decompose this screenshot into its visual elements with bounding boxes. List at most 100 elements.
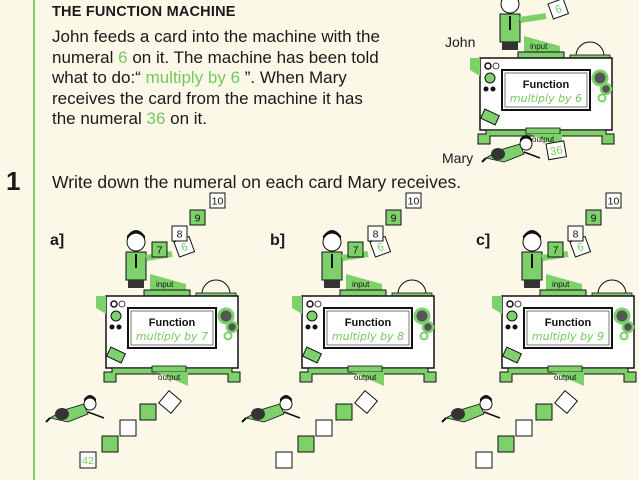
- dial-icon: [484, 62, 492, 70]
- exercise-b-queue-card-number: 7: [353, 245, 359, 257]
- exercise-b-answer-card: [335, 403, 353, 421]
- mary-leg: [481, 157, 487, 163]
- mary-arm: [523, 151, 541, 159]
- exercise-c-rule-text: multiply by 9: [532, 330, 604, 343]
- clock-icon: [314, 300, 322, 308]
- exercise-a-output-chute: [156, 372, 188, 386]
- exercise-a-queue-card-number: 8: [177, 229, 183, 241]
- exercise-c-answer-card: [535, 403, 553, 421]
- gear-icon: [421, 320, 435, 334]
- input-card-number: 6: [554, 3, 564, 16]
- exercise-a-answer-card: [139, 403, 157, 421]
- exercise-a-answer-card: [101, 435, 119, 453]
- example-mary-figure: [481, 135, 541, 163]
- john-head: [500, 0, 520, 14]
- exercise-b-answer-card: [297, 435, 315, 453]
- question-number: 1: [6, 166, 21, 196]
- exercise-a-input-chute: [150, 274, 186, 290]
- envelope-icon: [501, 346, 523, 364]
- exercise-b-answer-card: [275, 451, 293, 469]
- exercise-a-base: [103, 367, 241, 383]
- compass-icon: [110, 310, 122, 322]
- mary-skirt: [491, 148, 505, 160]
- exercise-a-lever: [96, 296, 106, 314]
- exercise-c-output-label: output: [554, 373, 577, 382]
- dial-icon: [506, 300, 514, 308]
- exercise-b-screen: [323, 307, 413, 349]
- exercise-b-queue-card: [367, 225, 384, 242]
- example-rule-text: multiply by 6: [510, 92, 582, 105]
- john-legs: [502, 42, 518, 50]
- example-dome: [575, 41, 605, 57]
- input-card-number: 6: [180, 241, 190, 254]
- example-john-figure: [499, 0, 547, 50]
- output-card-box: [545, 140, 568, 161]
- mary-hair: [520, 135, 532, 142]
- exercise-b-queue-card: [405, 192, 422, 209]
- exercise-a-rule-text: multiply by 7: [136, 330, 208, 343]
- mary-skirt: [55, 408, 69, 420]
- exercise-a-answer-card: [79, 451, 97, 469]
- mary-leg: [241, 417, 247, 423]
- exercise-a-john-figure: [125, 230, 173, 288]
- exercise-b-input-slot: [339, 289, 387, 297]
- output-card-number: 36: [549, 144, 563, 158]
- example-input-chute: [524, 36, 560, 52]
- exercise-b-output-chute: [352, 372, 384, 386]
- exercise-a-output-label: output: [158, 373, 181, 382]
- gear-icon: [597, 93, 607, 103]
- john-hair: [127, 230, 145, 239]
- example-function-label: Function: [523, 79, 570, 91]
- envelope-icon: [479, 108, 501, 126]
- exercise-c-dome: [597, 279, 627, 295]
- exercise-c-answer-card: [554, 390, 578, 414]
- exercise-a-screen-inner: [130, 310, 214, 346]
- knob-icon: [312, 324, 318, 330]
- mary-leg: [45, 417, 51, 423]
- exercise-a-dome: [201, 279, 231, 295]
- exercise-c-output-slot: [547, 365, 583, 373]
- knob-icon: [483, 86, 489, 92]
- example-screen-inner: [504, 72, 588, 108]
- exercise-a-mary-figure: [45, 395, 105, 423]
- john-hair: [523, 230, 541, 239]
- exercise-b-queue-card-number: 8: [373, 229, 379, 241]
- envelope-icon: [301, 346, 323, 364]
- exercise-a-queue-card-number: 10: [212, 196, 224, 208]
- exercise-b-output-slot: [347, 365, 383, 373]
- exercise-b-screen-inner: [326, 310, 410, 346]
- exercise-c-base: [499, 367, 637, 383]
- gear-icon: [223, 331, 233, 341]
- exercise-c-mary-figure: [441, 395, 501, 423]
- exercise-b-base: [299, 367, 437, 383]
- exercise-a-answer-card-number: 42: [82, 455, 94, 467]
- exercise-b-input-label: input: [352, 280, 370, 289]
- mary-hair: [480, 395, 492, 402]
- exercise-a-input-label: input: [156, 280, 174, 289]
- knob-icon: [305, 324, 311, 330]
- exercise-a-queue-card-number: 9: [195, 213, 201, 225]
- exercise-b-function-label: Function: [345, 317, 392, 329]
- exercise-b-input-card: 6: [369, 235, 392, 258]
- exercise-b-lever: [292, 296, 302, 314]
- exercise-a-label: a]: [50, 232, 65, 249]
- mary-skirt: [251, 408, 265, 420]
- dial-icon: [110, 300, 118, 308]
- exercise-b-rule-text: multiply by 8: [332, 330, 404, 343]
- compass-icon: [306, 310, 318, 322]
- exercise-c-screen: [523, 307, 613, 349]
- intro-text: ”. When Mary receives the card from the …: [52, 68, 363, 128]
- gear-icon: [419, 331, 429, 341]
- exercise-c-queue-card: [567, 225, 584, 242]
- example-output-label: output: [532, 135, 555, 144]
- example-output-card: 36: [545, 140, 568, 161]
- exercise-b-queue-card-number: 9: [391, 213, 397, 225]
- knob-icon: [109, 324, 115, 330]
- exercise-a-answer-card: [158, 390, 182, 414]
- compass-icon: [484, 72, 496, 84]
- mary-arm: [283, 411, 301, 419]
- output-value: 36: [146, 109, 166, 128]
- exercise-b-answer-card: [354, 390, 378, 414]
- exercise-c-answer-card: [515, 419, 533, 437]
